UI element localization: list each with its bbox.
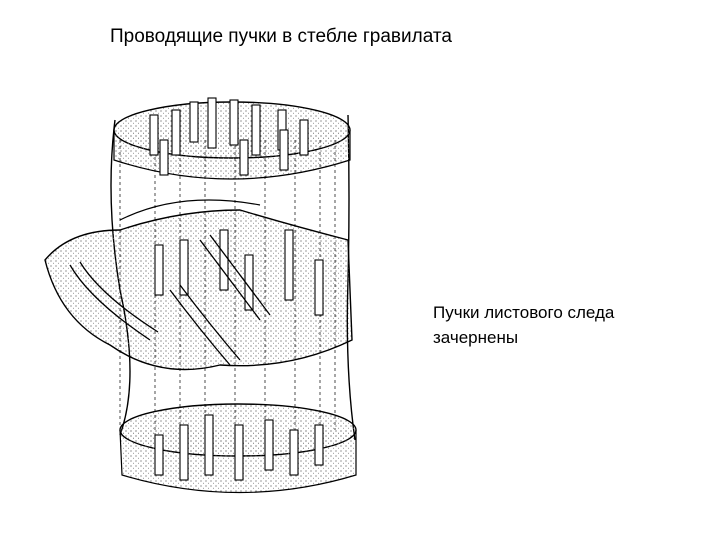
leaf-trace-bundles bbox=[69, 234, 271, 366]
middle-cross-section bbox=[44, 199, 353, 371]
caption-line-1: Пучки листового следа bbox=[433, 303, 615, 322]
stem-vascular-bundles-illustration bbox=[44, 97, 357, 494]
caption-line-2: зачернены bbox=[433, 328, 519, 347]
slide-title: Проводящие пучки в стебле гравилата bbox=[110, 26, 452, 47]
vascular-bundles bbox=[149, 97, 324, 481]
caption: Пучки листового следа зачернены bbox=[433, 300, 614, 350]
